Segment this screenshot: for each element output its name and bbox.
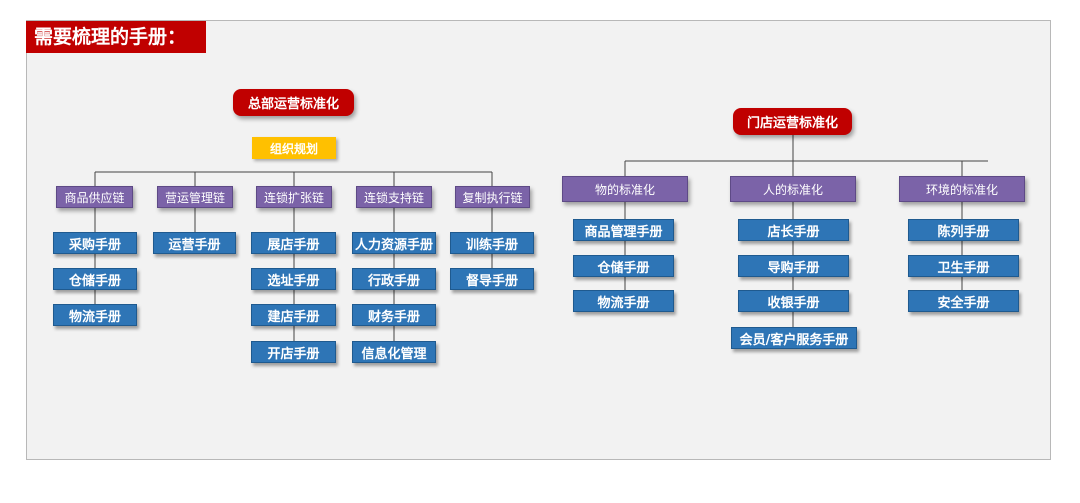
hq-category-node: 商品供应链 bbox=[56, 186, 133, 208]
hq-root-node: 总部运营标准化 bbox=[233, 89, 354, 116]
manual-node: 开店手册 bbox=[251, 341, 336, 363]
hq-category-node: 复制执行链 bbox=[455, 186, 530, 208]
manual-node: 物流手册 bbox=[573, 290, 674, 312]
manual-node: 物流手册 bbox=[53, 304, 137, 326]
manual-node: 会员/客户服务手册 bbox=[731, 327, 857, 349]
manual-node: 店长手册 bbox=[738, 219, 849, 241]
store-category-node: 人的标准化 bbox=[730, 176, 856, 202]
manual-node: 卫生手册 bbox=[908, 255, 1019, 277]
hq-category-node: 连锁扩张链 bbox=[256, 186, 332, 208]
manual-node: 仓储手册 bbox=[53, 268, 137, 290]
manual-node: 安全手册 bbox=[908, 290, 1019, 312]
manual-node: 信息化管理 bbox=[352, 341, 436, 363]
manual-node: 训练手册 bbox=[450, 232, 534, 254]
manual-node: 人力资源手册 bbox=[352, 232, 436, 254]
hq-sub-node: 组织规划 bbox=[252, 137, 336, 159]
hq-category-node: 营运管理链 bbox=[157, 186, 233, 208]
hq-category-node: 连锁支持链 bbox=[356, 186, 432, 208]
manual-node: 商品管理手册 bbox=[573, 219, 674, 241]
page-title: 需要梳理的手册： bbox=[26, 21, 206, 53]
manual-node: 选址手册 bbox=[251, 268, 336, 290]
manual-node: 展店手册 bbox=[251, 232, 336, 254]
store-category-node: 环境的标准化 bbox=[899, 176, 1025, 202]
manual-node: 建店手册 bbox=[251, 304, 336, 326]
store-root-node: 门店运营标准化 bbox=[733, 108, 852, 135]
manual-node: 导购手册 bbox=[738, 255, 849, 277]
store-category-node: 物的标准化 bbox=[562, 176, 688, 202]
manual-node: 行政手册 bbox=[352, 268, 436, 290]
manual-node: 督导手册 bbox=[450, 268, 534, 290]
manual-node: 陈列手册 bbox=[908, 219, 1019, 241]
manual-node: 采购手册 bbox=[53, 232, 137, 254]
manual-node: 运营手册 bbox=[153, 232, 236, 254]
manual-node: 仓储手册 bbox=[573, 255, 674, 277]
manual-node: 收银手册 bbox=[738, 290, 849, 312]
manual-node: 财务手册 bbox=[352, 304, 436, 326]
